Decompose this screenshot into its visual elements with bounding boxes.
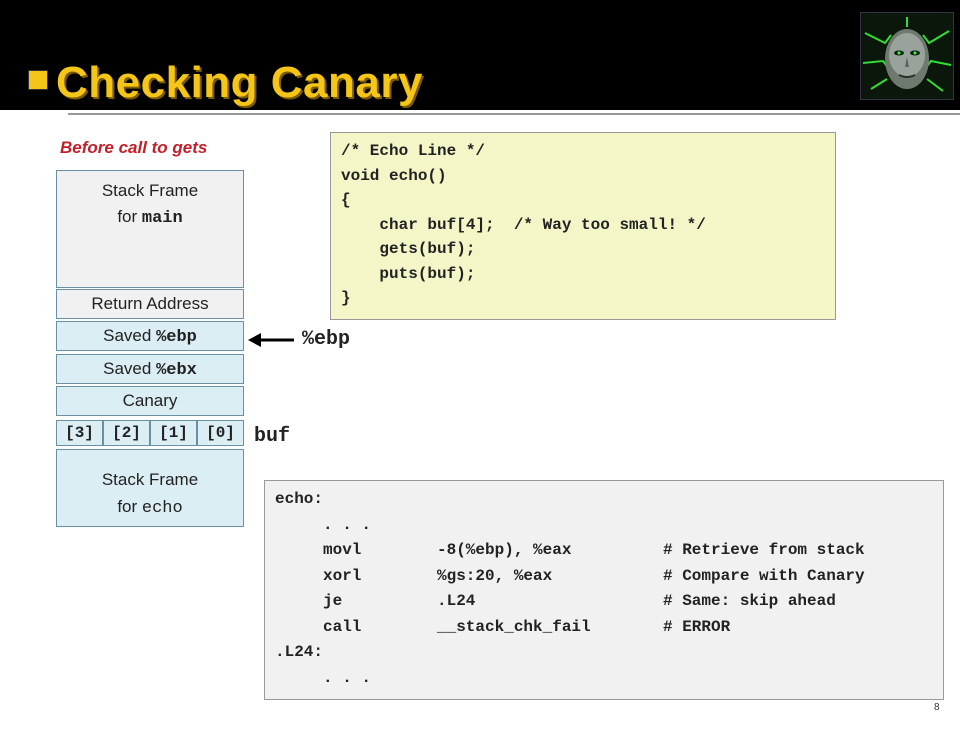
c-code-box: /* Echo Line */ void echo() { char buf[4…: [330, 132, 836, 320]
buf-cell-1: [1]: [150, 420, 197, 446]
title-divider: [68, 113, 960, 115]
asm-op: je: [323, 592, 343, 610]
asm-op: call: [323, 617, 362, 636]
code-line: }: [341, 289, 351, 307]
asm-comment: # Retrieve from stack: [663, 541, 865, 559]
saved-ebx-prefix: Saved: [103, 359, 157, 378]
stack-frame-main-code: main: [141, 209, 183, 228]
saved-ebp-code: %ebp: [156, 328, 197, 347]
stack-frame-main: Stack Frame for main: [56, 170, 244, 288]
saved-ebp-prefix: Saved: [103, 326, 157, 345]
shodan-face-logo: [860, 12, 954, 100]
canary-slot: Canary: [56, 386, 244, 416]
asm-line: echo:: [275, 487, 933, 513]
asm-line: movl -8(%ebp), %eax # Retrieve from stac…: [275, 538, 933, 564]
asm-args: .L24: [437, 592, 476, 610]
asm-op: . . .: [323, 668, 372, 687]
saved-ebp-slot: Saved %ebp: [56, 321, 244, 351]
asm-line: . . .: [275, 666, 933, 692]
saved-ebx-code: %ebx: [156, 361, 197, 380]
code-line: gets(buf);: [341, 240, 476, 258]
code-line: {: [341, 191, 351, 209]
stack-frame-echo: Stack Frame for echo: [56, 449, 244, 527]
code-line: char buf[4]; /* Way too small! */: [341, 215, 706, 234]
title-bar: Checking Canary: [0, 0, 960, 110]
slide-title: Checking Canary: [56, 58, 423, 107]
saved-ebx-slot: Saved %ebx: [56, 354, 244, 384]
stack-frame-echo-line1: Stack Frame: [101, 470, 199, 489]
page-number: 8: [934, 702, 940, 713]
buf-pointer-label: buf: [254, 425, 291, 448]
stack-frame-main-line1: Stack Frame: [101, 181, 199, 200]
stack-frame-main-line2: for main: [57, 204, 243, 232]
asm-op: . . .: [323, 515, 372, 534]
buf-cell-2: [2]: [103, 420, 150, 446]
code-line: /* Echo Line */: [341, 142, 486, 160]
asm-comment: # Same: skip ahead: [663, 592, 836, 610]
asm-code-box: echo: . . . movl -8(%ebp), %eax # Retrie…: [264, 480, 944, 700]
asm-args: %gs:20, %eax: [437, 566, 553, 585]
stack-frame-echo-line2: for echo: [57, 494, 243, 522]
asm-line: .L24:: [275, 640, 933, 666]
buf-cells: [3] [2] [1] [0]: [56, 420, 244, 446]
return-address-slot: Return Address: [56, 289, 244, 319]
stack-frame-main-prefix: for: [117, 207, 142, 226]
buf-cell-0: [0]: [197, 420, 244, 446]
asm-line: call __stack_chk_fail # ERROR: [275, 615, 933, 641]
arrow-left-icon: [248, 333, 294, 347]
asm-comment: # ERROR: [663, 617, 731, 636]
code-line: puts(buf);: [341, 264, 476, 283]
asm-line: . . .: [275, 513, 933, 539]
buf-cell-3: [3]: [56, 420, 103, 446]
asm-op: xorl: [323, 566, 362, 585]
asm-args: __stack_chk_fail: [437, 617, 591, 636]
asm-line: xorl %gs:20, %eax # Compare with Canary: [275, 564, 933, 590]
stack-caption: Before call to gets: [60, 138, 208, 157]
asm-label: echo:: [275, 490, 324, 508]
asm-label: .L24:: [275, 643, 324, 661]
asm-op: movl: [323, 541, 362, 559]
stack-frame-echo-code: echo: [141, 499, 183, 518]
asm-line: je .L24 # Same: skip ahead: [275, 589, 933, 615]
asm-args: -8(%ebp), %eax: [437, 541, 572, 559]
square-bullet-icon: [28, 70, 48, 90]
ebp-pointer-label: %ebp: [302, 328, 351, 351]
asm-comment: # Compare with Canary: [663, 566, 865, 585]
code-line: void echo(): [341, 166, 447, 185]
stack-frame-echo-prefix: for: [117, 497, 142, 516]
